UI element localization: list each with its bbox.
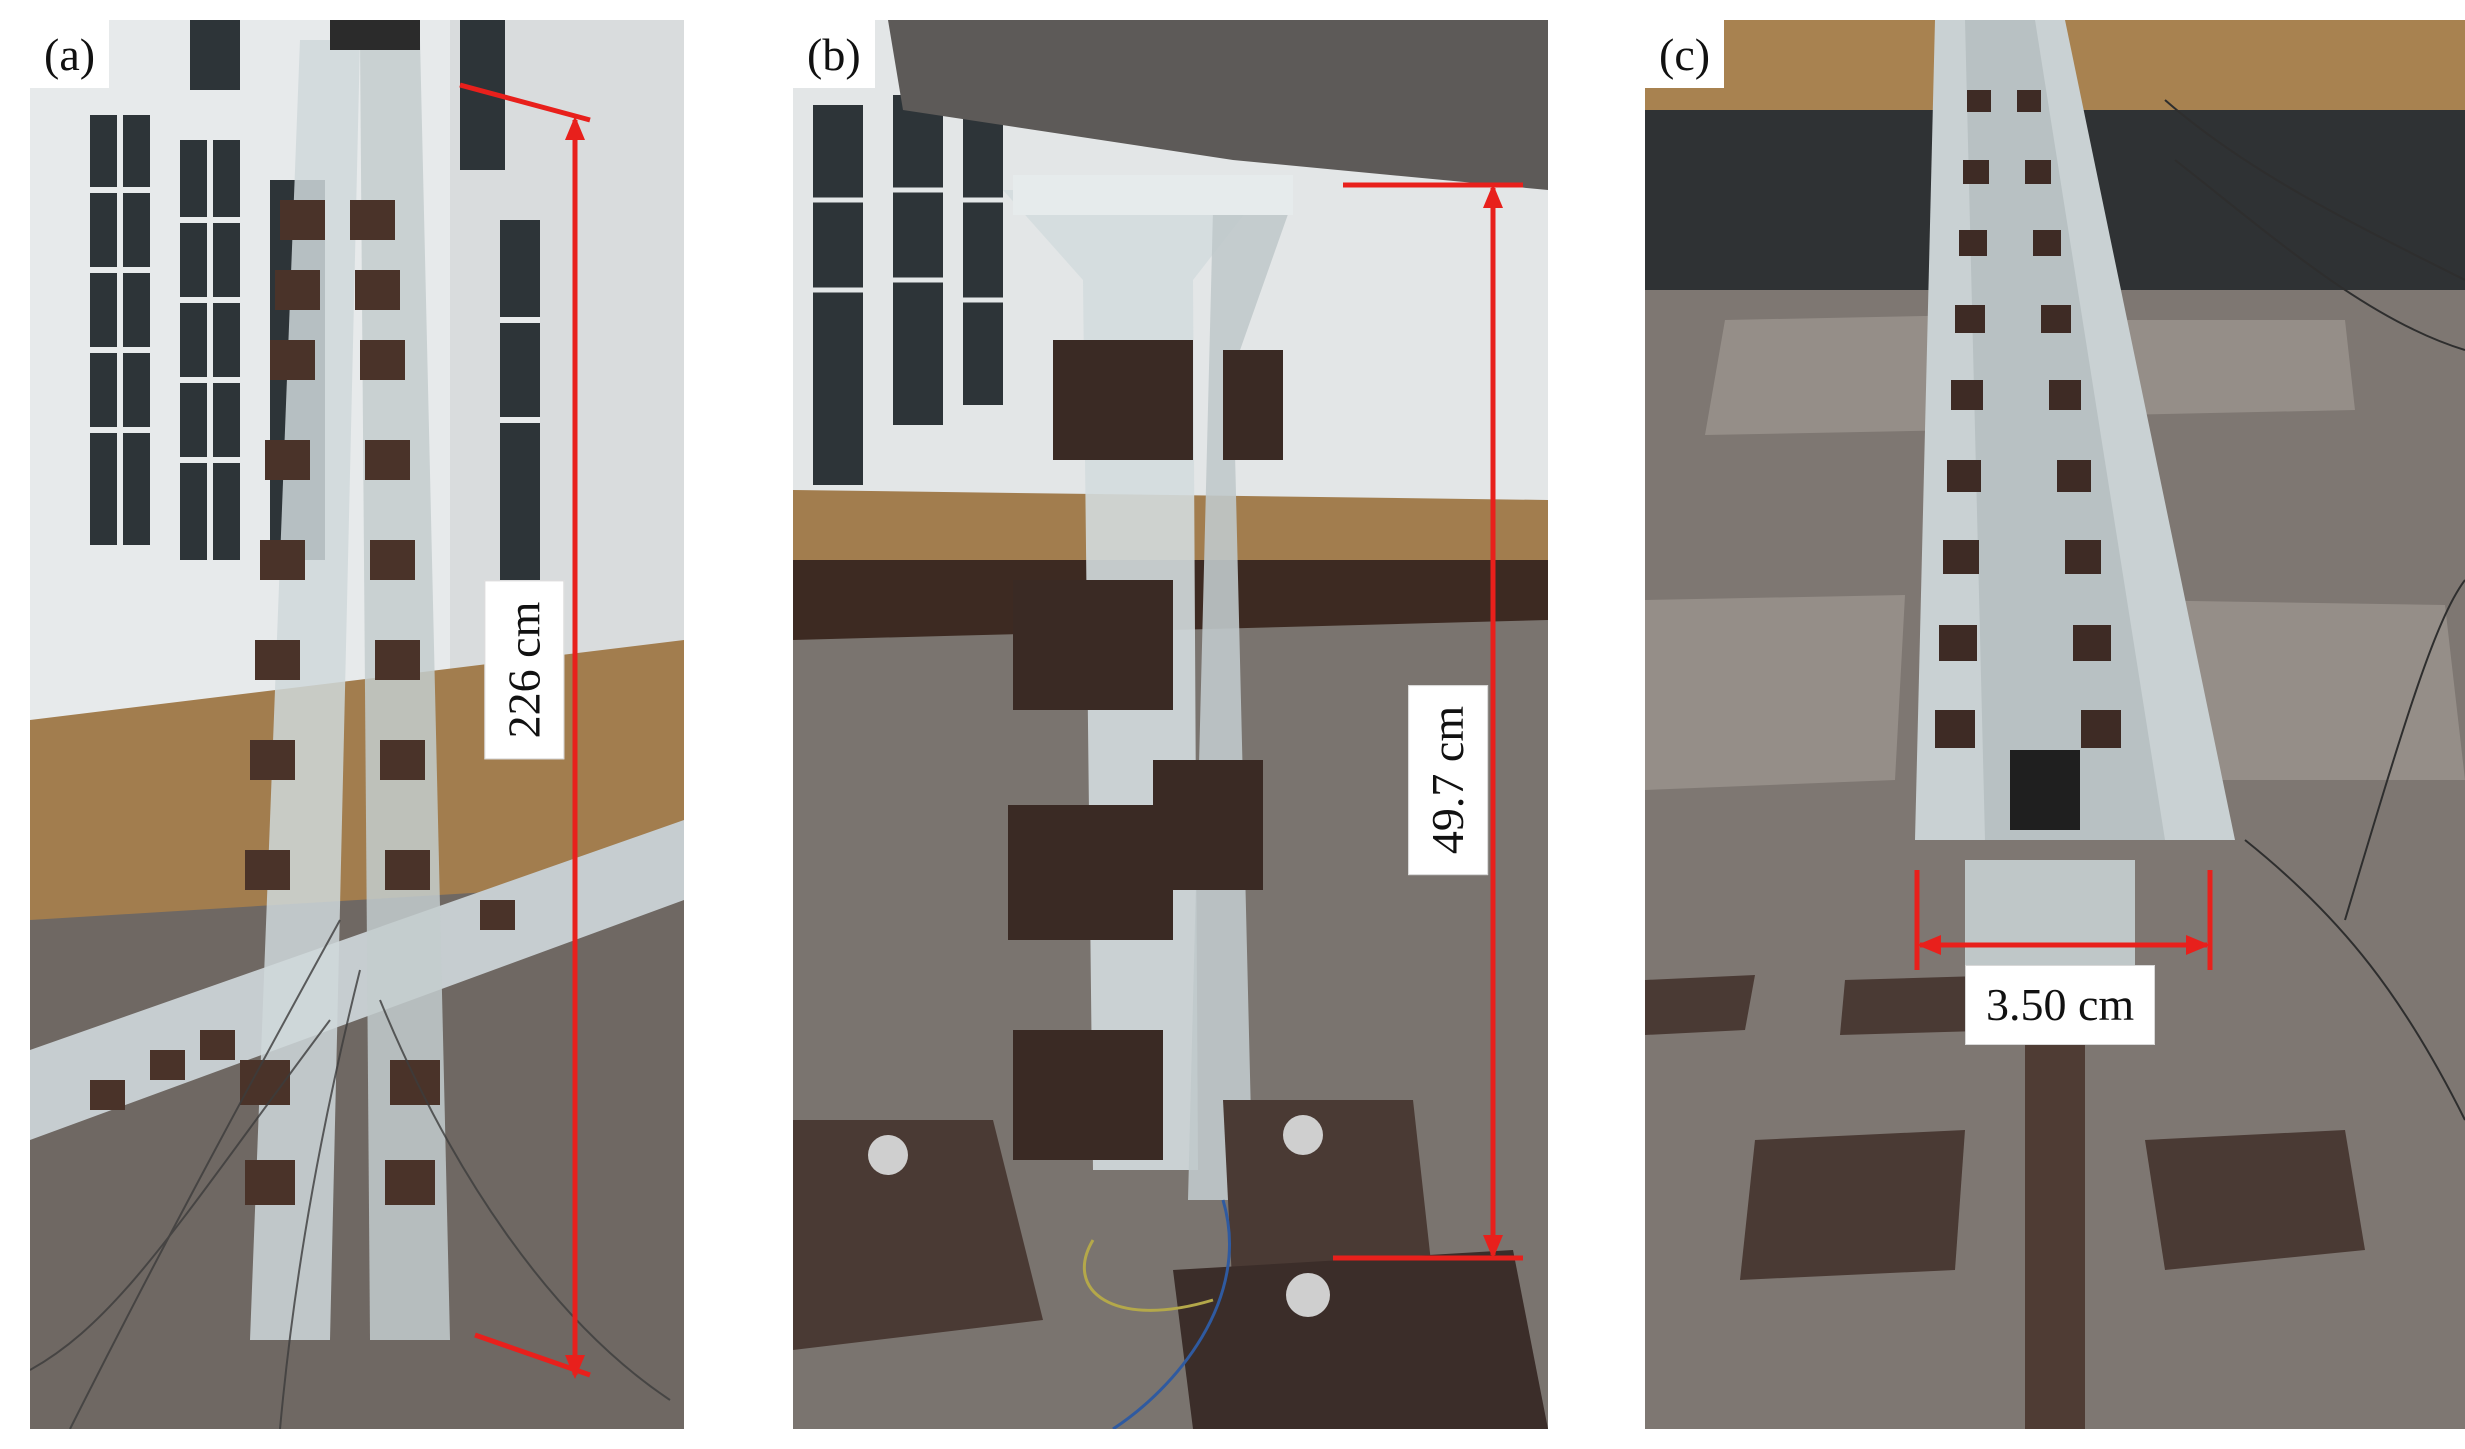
dimension-line-deck-width bbox=[1914, 870, 2213, 970]
panel-b-photo: (b) 49.7 cm bbox=[793, 20, 1548, 1429]
tower-base-model-photo bbox=[793, 20, 1548, 1429]
panel-label-c: (c) bbox=[1645, 20, 1725, 88]
panel-c-photo: (c) 3.50 cm bbox=[1645, 20, 2465, 1429]
panel-label-a: (a) bbox=[30, 20, 110, 88]
deck-cross-section-model-photo bbox=[1645, 20, 2465, 1429]
dimension-line-height bbox=[459, 82, 591, 1379]
panel-a-photo: (a) 226 cm bbox=[30, 20, 684, 1429]
panel-label-b: (b) bbox=[793, 20, 875, 88]
dimension-line-column-height bbox=[1333, 182, 1523, 1261]
column-height-dimension-label: 49.7 cm bbox=[1408, 684, 1489, 876]
height-dimension-label: 226 cm bbox=[484, 580, 565, 760]
deck-width-dimension-label: 3.50 cm bbox=[1965, 965, 2156, 1045]
